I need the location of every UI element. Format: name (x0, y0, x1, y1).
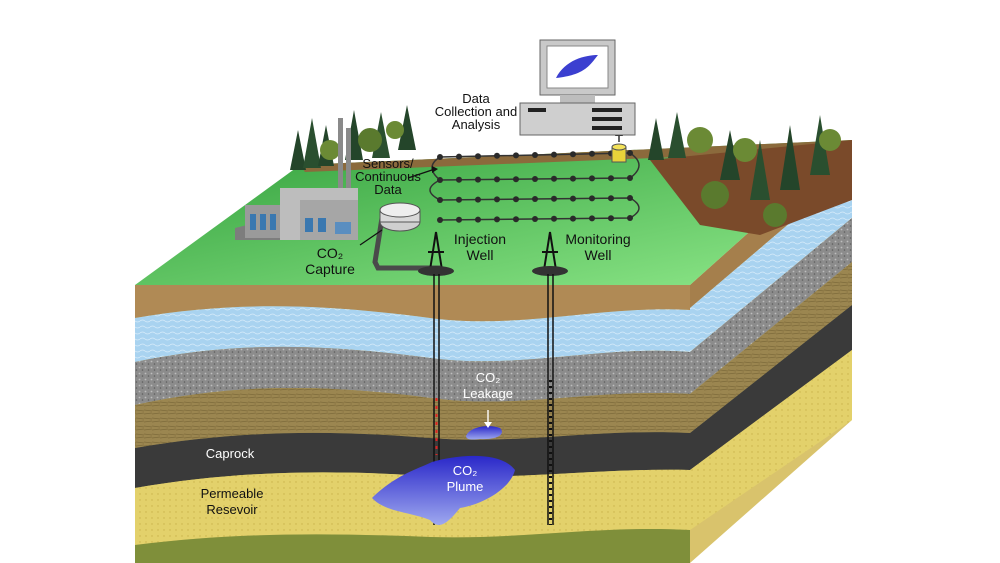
data-collection-label-2: Collection and (435, 104, 517, 119)
side-layer-reservoir (690, 350, 852, 530)
sensor-node (589, 215, 595, 222)
sensor-node (532, 196, 538, 202)
sensor-node (494, 152, 500, 159)
sensor-node (475, 216, 481, 223)
sensor-node (475, 196, 481, 203)
sensor-node (494, 196, 500, 203)
sensor-node (627, 195, 633, 201)
leakage-arrowhead (484, 422, 492, 428)
sensor-node (570, 175, 576, 182)
sensor-node (456, 196, 462, 203)
sensor-node (608, 215, 614, 222)
monitoring-well-label-1: Monitoring (565, 231, 630, 247)
sensor-node (608, 195, 614, 202)
side-layer-silt (690, 262, 852, 433)
front-layer-silt (135, 387, 690, 448)
sensors-label-3: Data (374, 182, 402, 197)
sensors-label-1: Sensors/ (362, 156, 414, 171)
sensor-node (456, 216, 462, 223)
power-plant (235, 118, 358, 240)
sensor-node (551, 215, 557, 222)
co2-plume-label-1: CO₂ (453, 463, 478, 478)
data-storage-barrel (611, 130, 627, 163)
caprock-label: Caprock (206, 446, 255, 461)
sensor-node (513, 196, 519, 203)
right-forest (648, 112, 852, 235)
co2-leakage-label-2: Leakage (463, 386, 513, 401)
side-layer-gravel (690, 218, 852, 394)
injection-well-label-1: Injection (454, 231, 506, 247)
front-layer-gravel (135, 346, 690, 405)
sensor-node (456, 153, 462, 160)
sensors-label-2: Continuous (355, 169, 421, 184)
sensor-node (570, 151, 576, 158)
side-layer-caprock (690, 305, 852, 470)
sensor-node (494, 216, 500, 223)
sensor-node (551, 195, 557, 202)
sensor-node (513, 176, 519, 183)
capture-pointer (359, 229, 383, 246)
co2-capture-label-2: Capture (305, 261, 355, 277)
sensor-node (437, 177, 443, 183)
sensors-pointer-head (432, 166, 438, 173)
data-collection-label-3: Analysis (452, 117, 501, 132)
sensor-node (570, 195, 576, 202)
sensor-node (437, 217, 443, 223)
sensor-node (589, 150, 595, 157)
front-layer-bottom (135, 528, 690, 563)
sensor-node (627, 215, 633, 221)
co2-capture-label-1: CO₂ (317, 245, 343, 261)
monitoring-well-label-2: Well (585, 247, 612, 263)
sensor-node (532, 152, 538, 158)
co2-leakage-label-1: CO₂ (476, 370, 501, 385)
injection-well-label-2: Well (467, 247, 494, 263)
capture-tank (372, 202, 440, 271)
side-layer-aquifer (690, 170, 852, 352)
sensor-node (475, 153, 481, 160)
front-layer-soil (135, 285, 690, 322)
reservoir-label-2: Resevoir (206, 502, 258, 517)
reservoir-label-1: Permeable (201, 486, 264, 501)
sensor-node (627, 175, 633, 181)
sensor-node (589, 195, 595, 202)
monitoring-well (532, 231, 568, 525)
sensor-node (608, 175, 614, 182)
sensors-pointer (407, 169, 433, 179)
sensor-node (513, 152, 519, 159)
surface-back-edge (300, 140, 852, 172)
sensor-node (570, 215, 576, 222)
data-collection-label-1: Data (462, 91, 490, 106)
co2-plume (372, 455, 515, 525)
sensor-node (532, 176, 538, 182)
co2-plume-label-2: Plume (447, 479, 484, 494)
sensor-node (551, 151, 557, 158)
sensor-dots (437, 150, 633, 223)
front-layer-aquifer (135, 306, 690, 362)
sensor-node (551, 175, 557, 182)
sensor-node (532, 216, 538, 222)
co2-leakage-pocket (466, 426, 502, 440)
sensor-node (589, 175, 595, 182)
computer-workstation (519, 39, 636, 136)
sensor-node (437, 197, 443, 203)
sensor-node (475, 176, 481, 183)
sensor-node (627, 150, 633, 156)
sensor-node (437, 154, 443, 160)
sensor-node (513, 216, 519, 223)
sensor-node (494, 176, 500, 183)
sensor-node (456, 176, 462, 183)
